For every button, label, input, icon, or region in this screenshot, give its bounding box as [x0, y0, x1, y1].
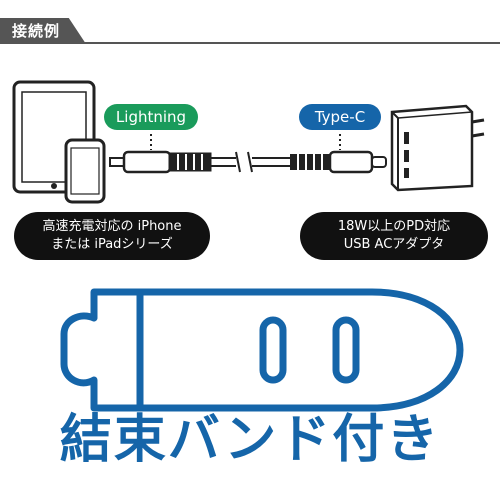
- adapter-caption-line1: 18W以上のPD対応: [337, 219, 451, 234]
- section-title: 接続例: [12, 22, 61, 40]
- adapter-caption-line2: USB ACアダプタ: [343, 237, 445, 252]
- adapter-caption: 18W以上のPD対応 USB ACアダプタ: [300, 212, 488, 260]
- ac-adapter-icon: [390, 104, 485, 192]
- header-divider: [0, 42, 500, 44]
- feature-title: 結束バンド付き: [59, 410, 441, 470]
- device-caption-line2: または iPadシリーズ: [51, 237, 173, 252]
- cable-tie-band-icon: [60, 288, 464, 412]
- phone-icon: [64, 138, 106, 204]
- typec-plug-icon: [290, 150, 387, 174]
- device-caption: 高速充電対応の iPhone または iPadシリーズ: [14, 212, 210, 260]
- typec-label: Type-C: [299, 104, 381, 130]
- section-header-tab: [0, 18, 86, 44]
- device-caption-line1: 高速充電対応の iPhone: [42, 219, 182, 234]
- lightning-plug-icon: [109, 150, 212, 174]
- lightning-label: Lightning: [104, 104, 198, 130]
- cable-icon: [210, 151, 290, 173]
